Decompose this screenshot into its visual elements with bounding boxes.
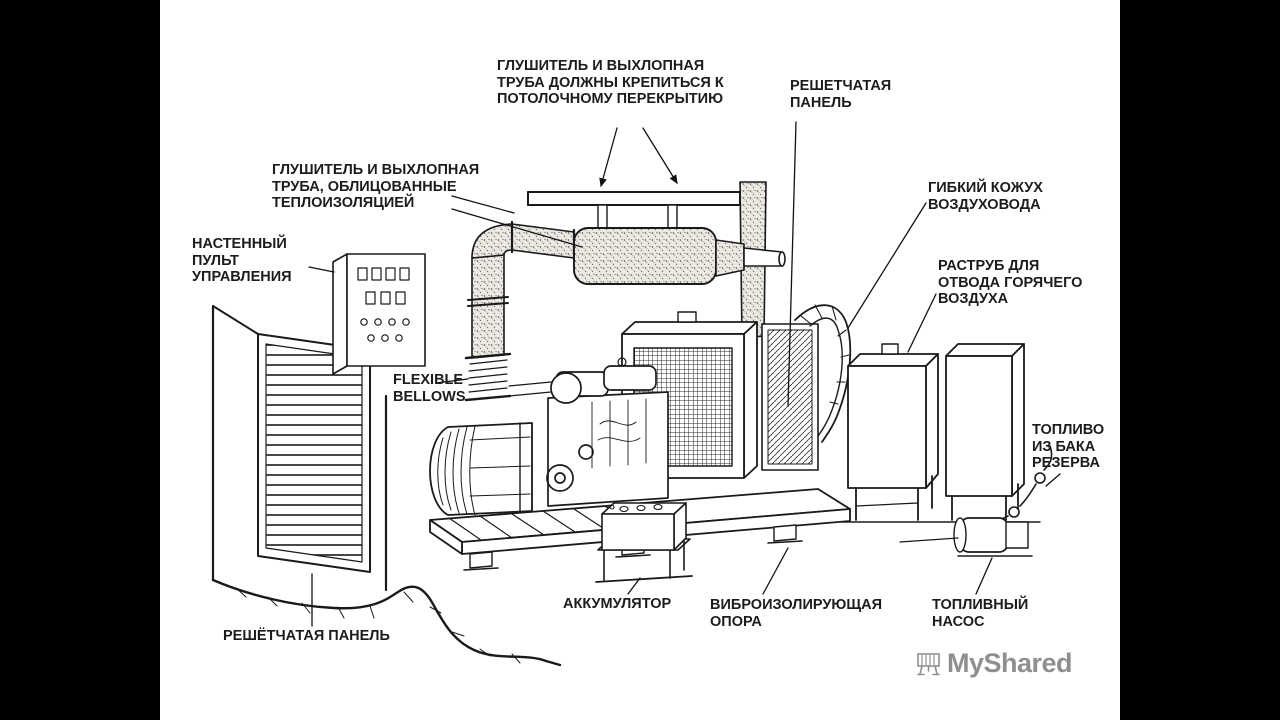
- hot-air-bell-and-tank-drawing: [841, 343, 1041, 523]
- leader-lines: [308, 121, 1061, 627]
- label-grid-panel-top: РЕШЕТЧАТАЯ ПАНЕЛЬ: [790, 78, 892, 111]
- label-hot-air-outlet: РАСТРУБ ДЛЯ ОТВОДА ГОРЯЧЕГО ВОЗДУХА: [938, 258, 1083, 308]
- ceiling-beam-drawing: [527, 191, 741, 232]
- myshared-text: MyShared: [947, 648, 1073, 678]
- projector-screen-icon: [917, 652, 940, 675]
- label-flexible-duct: ГИБКИЙ КОЖУХ ВОЗДУХОВОДА: [928, 180, 1043, 213]
- battery-drawing: [595, 502, 693, 583]
- label-flexible-bellows: FLEXIBLE BELLOWS: [393, 372, 466, 405]
- control-panel-drawing: [332, 253, 426, 375]
- fuel-pump-drawing: [899, 445, 1053, 557]
- air-duct-drawing: [761, 304, 852, 471]
- label-vibration-mount: ВИБРОИЗОЛИРУЮЩАЯ ОПОРА: [710, 597, 883, 630]
- label-fuel-from-reserve-tank: ТОПЛИВО ИЗ БАКА РЕЗЕРВА: [1032, 422, 1105, 472]
- label-muffler-insulated: ГЛУШИТЕЛЬ И ВЫХЛОПНАЯ ТРУБА, ОБЛИЦОВАННЫ…: [272, 162, 480, 212]
- myshared-watermark: MyShared: [916, 648, 1073, 679]
- exhaust-muffler-drawing: [464, 220, 786, 402]
- pillarbox-left: [0, 0, 160, 720]
- label-battery: АККУМУЛЯТОР: [563, 596, 672, 612]
- wall-louver-panel-drawing: [211, 304, 562, 667]
- label-muffler-ceiling-mount: ГЛУШИТЕЛЬ И ВЫХЛОПНАЯ ТРУБА ДОЛЖНЫ КРЕПИ…: [497, 58, 724, 108]
- label-fuel-pump: ТОПЛИВНЫЙ НАСОС: [932, 597, 1029, 630]
- alternator-drawing: [429, 422, 533, 516]
- label-grid-panel-bottom: РЕШЁТЧАТАЯ ПАНЕЛЬ: [223, 628, 390, 644]
- label-wall-control-panel: НАСТЕННЫЙ ПУЛЬТ УПРАВЛЕНИЯ: [192, 236, 292, 286]
- engine-drawing: [508, 357, 669, 507]
- pillarbox-right: [1120, 0, 1280, 720]
